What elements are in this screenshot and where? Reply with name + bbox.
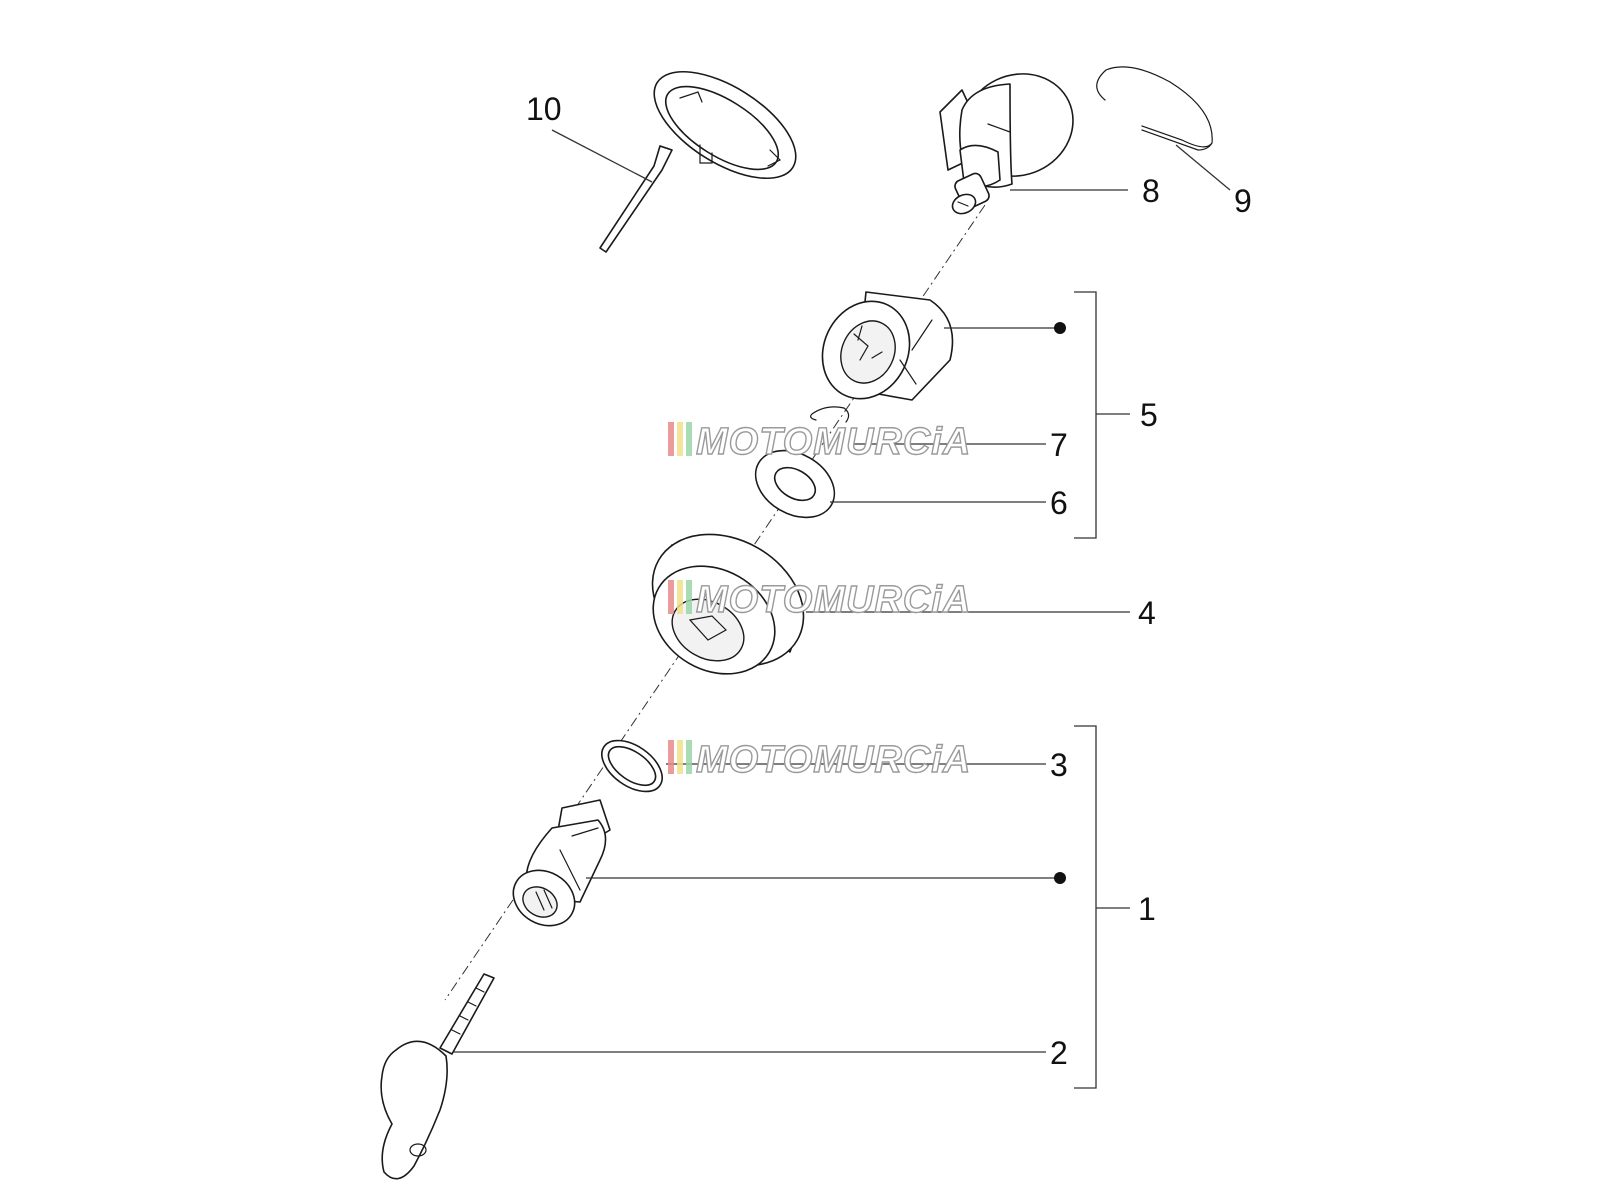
leader-5-dot bbox=[1054, 322, 1066, 334]
part-2-key[interactable] bbox=[380, 973, 495, 1180]
part-9-wire-clip[interactable] bbox=[1096, 66, 1213, 151]
callout-3: 3 bbox=[1050, 747, 1068, 783]
watermark: MOTOMURCiA bbox=[668, 738, 971, 782]
leader-9 bbox=[1175, 144, 1231, 191]
callout-10: 10 bbox=[526, 91, 562, 127]
watermark-text: MOTOMURCiA bbox=[696, 739, 971, 781]
callout-1: 1 bbox=[1138, 891, 1156, 927]
callout-7: 7 bbox=[1050, 427, 1068, 463]
callout-4: 4 bbox=[1138, 595, 1156, 631]
callout-9: 9 bbox=[1234, 183, 1252, 219]
callout-8: 8 bbox=[1142, 173, 1160, 209]
callout-6: 6 bbox=[1050, 485, 1068, 521]
part-1-lock-cylinder[interactable] bbox=[503, 799, 611, 937]
watermark-text: MOTOMURCiA bbox=[696, 579, 971, 621]
callout-5: 5 bbox=[1140, 397, 1158, 433]
bracket-group-5 bbox=[1074, 291, 1130, 539]
part-3-o-ring[interactable] bbox=[593, 730, 672, 802]
watermark: MOTOMURCiA bbox=[668, 578, 971, 622]
callout-2: 2 bbox=[1050, 1035, 1068, 1071]
part-5-lock-body[interactable] bbox=[807, 287, 954, 413]
leader-1-dot bbox=[1054, 872, 1066, 884]
leader-10 bbox=[551, 129, 653, 183]
part-6-washer[interactable] bbox=[744, 437, 847, 531]
part-4-lock-sleeve[interactable] bbox=[629, 508, 828, 695]
part-7-snap-ring[interactable] bbox=[810, 406, 850, 423]
part-8-lock-housing[interactable] bbox=[939, 56, 1090, 217]
part-10-ring-with-rod[interactable] bbox=[599, 50, 813, 253]
watermark: MOTOMURCiA bbox=[668, 420, 971, 464]
watermark-text: MOTOMURCiA bbox=[696, 421, 971, 463]
bracket-group-1 bbox=[1074, 725, 1130, 1089]
